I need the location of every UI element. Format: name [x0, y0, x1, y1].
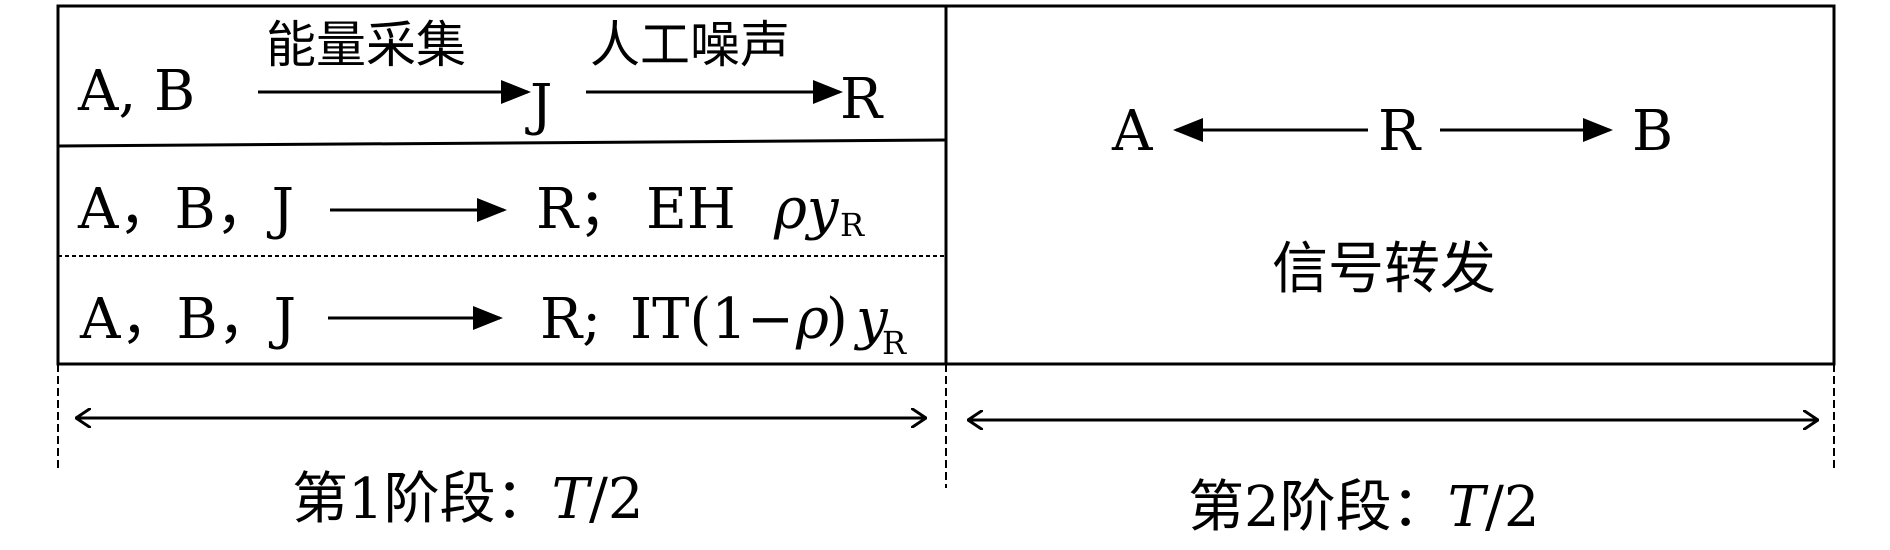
row3-y: y — [853, 287, 889, 352]
phase2-label-suffix: /2 — [1485, 475, 1540, 540]
row1-arrow2-label: 人工噪声 — [590, 16, 790, 74]
row2-dest: R； — [536, 177, 634, 242]
phase2-label-T: T — [1448, 475, 1489, 540]
phase2-label-prefix: 第2阶段： — [1188, 475, 1448, 540]
row3-sources: A，B，J — [79, 287, 296, 352]
row-divider-solid — [57, 138, 947, 148]
row3-mode: IT(1− — [630, 287, 794, 352]
phase2-left-node: A — [1111, 99, 1153, 164]
row2-mode: EH — [646, 177, 736, 242]
row2-subscript: R — [840, 206, 865, 244]
phase2-label: 第2阶段：T/2 — [1188, 475, 1540, 540]
row2-sources: A，B，J — [77, 177, 294, 242]
row3-close: ) — [826, 287, 848, 352]
row1-sources: A, B — [77, 59, 195, 124]
phase1-label-T: T — [552, 467, 593, 532]
phase2-box — [944, 4, 1836, 366]
phase2-right-node: B — [1632, 99, 1673, 164]
row2-symbol: ρy — [773, 177, 840, 242]
row1-dest: R — [840, 67, 884, 132]
row3-subscript: R — [882, 324, 907, 362]
phase1-label-suffix: /2 — [589, 467, 644, 532]
row3-dest: R; — [540, 287, 601, 352]
row1-relay-node: J — [525, 73, 552, 138]
phase2-center-node: R — [1378, 99, 1422, 164]
phase2-caption: 信号转发 — [1272, 237, 1496, 302]
row3-rho: ρ — [795, 287, 829, 352]
phase1-label: 第1阶段：T/2 — [292, 467, 644, 532]
row1-arrow1-label: 能量采集 — [266, 16, 466, 74]
phase1-label-prefix: 第1阶段： — [292, 467, 552, 532]
